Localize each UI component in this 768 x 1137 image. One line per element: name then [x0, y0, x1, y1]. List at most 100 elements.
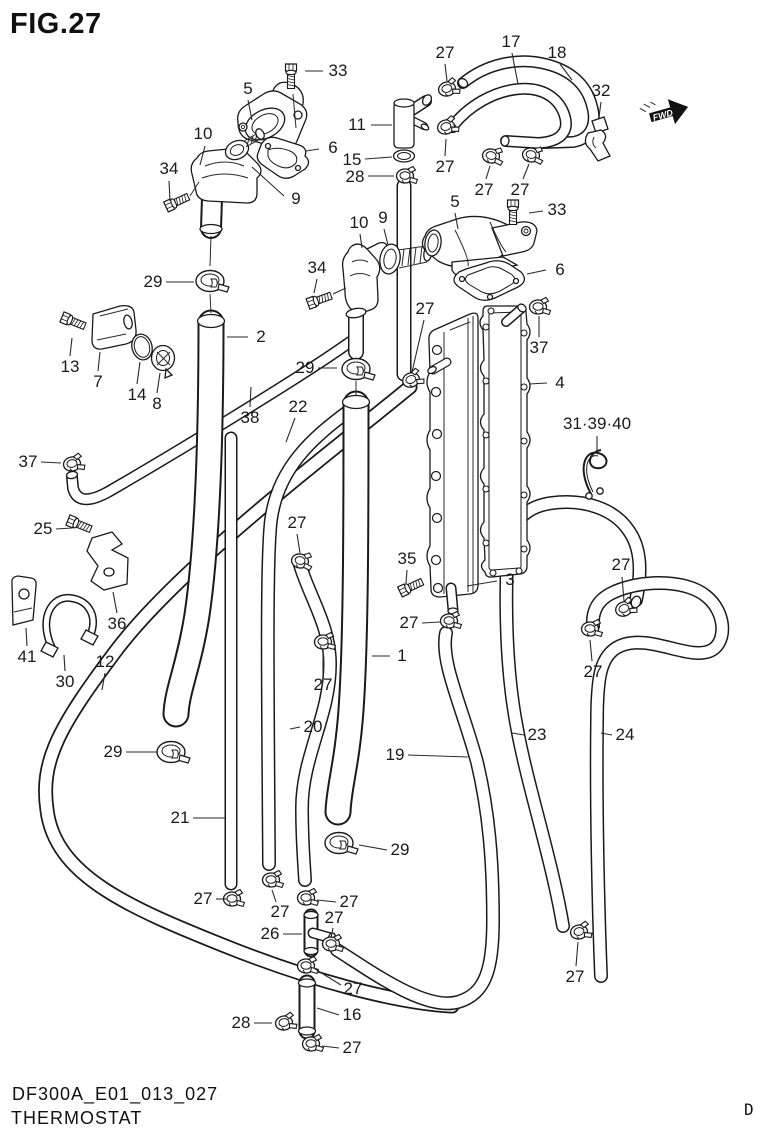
callout-36: 36: [107, 614, 127, 633]
callout-5: 5: [450, 192, 460, 211]
callout-26: 26: [260, 924, 280, 943]
callout-27: 27: [193, 889, 213, 908]
callout-27: 27: [399, 613, 419, 632]
callout-13: 13: [60, 357, 80, 376]
leader-lines: [25, 52, 625, 1049]
clip-32: [584, 116, 611, 162]
callout-24: 24: [615, 725, 635, 744]
callout-37: 37: [18, 452, 38, 471]
callout-29: 29: [143, 272, 163, 291]
callout-3: 3: [505, 570, 515, 589]
callout-33: 33: [328, 61, 348, 80]
callout-31·39·40: 31·39·40: [562, 414, 632, 433]
callout-6: 6: [555, 260, 565, 279]
drawing-code: DF300A_E01_013_027: [12, 1084, 219, 1104]
pipe-2: [176, 315, 226, 715]
bolt-35: [397, 576, 426, 598]
gasket-6-2: [453, 260, 525, 301]
callout-20: 20: [303, 717, 323, 736]
fwd-label: FWD: [652, 107, 675, 122]
thermostat-housing-1: [190, 81, 308, 314]
callout-41: 41: [17, 647, 37, 666]
callout-34: 34: [159, 159, 179, 178]
callout-27: 27: [287, 513, 307, 532]
callout-14: 14: [127, 385, 147, 404]
bracket-41: [11, 575, 37, 626]
callout-27: 27: [435, 43, 455, 62]
callout-35: 35: [397, 549, 417, 568]
callout-27: 27: [583, 662, 603, 681]
callout-17: 17: [501, 32, 521, 51]
hose-17: [446, 89, 566, 147]
callout-38: 38: [240, 408, 260, 427]
callout-12: 12: [95, 652, 115, 671]
callout-22: 22: [288, 397, 308, 416]
callout-27: 27: [343, 979, 363, 998]
callout-6: 6: [328, 138, 338, 157]
tube-16: [297, 979, 317, 1035]
callout-27: 27: [565, 967, 585, 986]
wire-clip-31-39-40: [582, 449, 608, 500]
callout-27: 27: [435, 157, 455, 176]
callout-1: 1: [397, 646, 407, 665]
callout-27: 27: [474, 180, 494, 199]
callout-10: 10: [349, 213, 369, 232]
callout-33: 33: [547, 200, 567, 219]
clamp-29-2: [341, 357, 376, 381]
water-joint-11: [393, 94, 433, 149]
callout-21: 21: [170, 808, 190, 827]
fwd-arrow: FWD: [639, 99, 689, 125]
figure-title: FIG.27: [10, 8, 102, 40]
bolt-25: [65, 514, 94, 535]
t-joint-26: [303, 912, 336, 955]
callout-27: 27: [342, 1038, 362, 1057]
callout-19: 19: [385, 745, 405, 764]
callout-27: 27: [324, 908, 344, 927]
callout-9: 9: [378, 208, 388, 227]
spring-clamp-30: [40, 593, 99, 658]
bolt-33-2: [506, 199, 520, 226]
callout-11: 11: [348, 115, 366, 134]
callout-30: 30: [55, 672, 75, 691]
bolt-34-2: [305, 289, 334, 310]
bolt-13: [59, 311, 88, 332]
bolt-33-1: [284, 63, 298, 90]
callout-32: 32: [591, 81, 611, 100]
drawing-name: THERMOSTAT: [11, 1108, 143, 1128]
bolt-34-1: [163, 191, 192, 213]
callout-28: 28: [345, 167, 365, 186]
clamp-29-1: [195, 269, 230, 293]
gasket-4: [479, 303, 531, 578]
callout-8: 8: [152, 394, 162, 413]
gasket-6-1: [256, 136, 310, 179]
callout-25: 25: [33, 519, 53, 538]
callout-27: 27: [611, 555, 631, 574]
callout-37: 37: [529, 338, 549, 357]
callout-27: 27: [270, 902, 290, 921]
seal-ring-15: [392, 149, 416, 163]
o-ring-14: [131, 333, 153, 361]
callout-28: 28: [231, 1013, 251, 1032]
thermostat-8: [150, 344, 176, 380]
callout-29: 29: [103, 742, 123, 761]
callout-5: 5: [243, 79, 253, 98]
bracket-36: [86, 531, 129, 591]
page-letter: D: [744, 1100, 754, 1119]
callout-29: 29: [390, 840, 410, 859]
callout-27: 27: [313, 675, 333, 694]
callout-2: 2: [256, 327, 266, 346]
callout-9: 9: [291, 189, 301, 208]
side-cover-3: [426, 312, 479, 616]
callout-10: 10: [193, 124, 213, 143]
callout-27: 27: [415, 299, 435, 318]
callout-23: 23: [527, 725, 547, 744]
hose-24: [593, 583, 722, 976]
hose-12: [46, 387, 452, 1006]
callout-27: 27: [339, 892, 359, 911]
callout-15: 15: [342, 150, 362, 169]
callout-34: 34: [307, 258, 327, 277]
callout-18: 18: [547, 43, 567, 62]
callout-29: 29: [295, 358, 315, 377]
callout-27: 27: [510, 180, 530, 199]
